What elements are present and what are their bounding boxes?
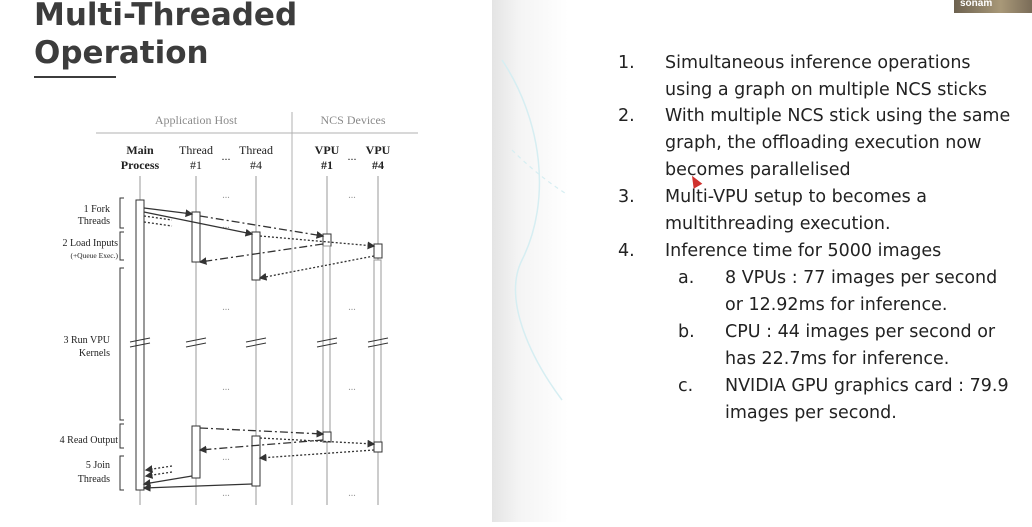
svg-text:...: ... xyxy=(222,452,230,463)
list-item-number: 2. xyxy=(618,106,635,126)
step-braces xyxy=(119,197,124,491)
decorative-curve xyxy=(501,59,569,401)
title-line-1: Multi-Threaded xyxy=(34,0,298,33)
step5-label-a: 5 Join xyxy=(86,460,110,471)
slide-left-panel: Multi-Threaded Operation Application Hos… xyxy=(0,0,492,522)
sublist-item-letter: c. xyxy=(678,376,694,396)
step2-label-b: (+Queue Exec.) xyxy=(70,251,118,260)
slide-right-panel xyxy=(568,0,1032,522)
col-thread4-1: Thread xyxy=(239,143,273,157)
col-main-1: Main xyxy=(126,143,154,157)
group-ncs-devices: NCS Devices xyxy=(321,113,386,127)
step3-label-a: 3 Run VPU xyxy=(64,335,111,346)
list-item-number: 3. xyxy=(618,187,635,207)
slide-gutter xyxy=(492,0,569,522)
sublist-item-text: has 22.7ms for inference. xyxy=(725,349,950,369)
list-item-text: using a graph on multiple NCS sticks xyxy=(665,80,987,100)
webcam-thumbnail: sonam xyxy=(954,0,1032,13)
svg-text:...: ... xyxy=(348,382,356,393)
svg-text:...: ... xyxy=(348,302,356,313)
sublist-item-text: 8 VPUs : 77 images per second xyxy=(725,268,998,288)
slide-title: Multi-Threaded Operation xyxy=(34,0,297,72)
list-item-text: With multiple NCS stick using the same xyxy=(665,106,1011,126)
sublist-item-text: NVIDIA GPU graphics card : 79.9 xyxy=(725,376,1009,396)
title-line-2: Operation xyxy=(34,35,209,71)
step1-label-b: Threads xyxy=(78,216,110,227)
list-item-text: graph, the offloading execution now xyxy=(665,133,982,153)
list-item-number: 1. xyxy=(618,53,635,73)
svg-text:...: ... xyxy=(222,302,230,313)
ellipsis-columns: ... ... ... ... ... ... ... ... ... ... xyxy=(222,190,356,499)
webcam-name-label: sonam xyxy=(960,0,993,9)
col-thread1-1: Thread xyxy=(179,143,213,157)
list-item-text: Multi-VPU setup to becomes a xyxy=(665,187,928,207)
svg-text:...: ... xyxy=(348,488,356,499)
col-thread4-2: #4 xyxy=(250,158,262,172)
svg-text:...: ... xyxy=(222,488,230,499)
step2-label-a: 2 Load Inputs xyxy=(62,238,118,249)
sublist-item-text: images per second. xyxy=(725,403,897,423)
group-app-host: Application Host xyxy=(155,113,238,127)
step3-label-b: Kernels xyxy=(79,348,110,359)
svg-text:...: ... xyxy=(222,382,230,393)
col-vpu1-1: VPU xyxy=(315,143,340,157)
list-item-text: becomes parallelised xyxy=(665,160,851,180)
step4-label: 4 Read Output xyxy=(60,435,119,446)
step5-label-b: Threads xyxy=(78,474,110,485)
list-item-text: Inference time for 5000 images xyxy=(665,241,942,261)
svg-text:...: ... xyxy=(222,190,230,201)
sublist-item-text: or 12.92ms for inference. xyxy=(725,295,948,315)
col-thread1-2: #1 xyxy=(190,158,202,172)
col-vpu4-2: #4 xyxy=(372,158,384,172)
svg-text:...: ... xyxy=(222,220,230,231)
sublist-item-letter: a. xyxy=(678,268,695,288)
multithread-diagram: Application Host NCS Devices Main Proces… xyxy=(60,112,418,505)
sublist-item-text: CPU : 44 images per second or xyxy=(725,322,996,342)
col-ellipsis-vpus: ... xyxy=(348,149,357,163)
list-item-number: 4. xyxy=(618,241,635,261)
arrows xyxy=(142,207,376,492)
step1-label-a: 1 Fork xyxy=(84,204,110,215)
break-marks xyxy=(129,337,389,348)
col-main-2: Process xyxy=(121,158,160,172)
list-item-text: multithreading execution. xyxy=(665,214,891,234)
col-ellipsis-threads: ... xyxy=(222,149,231,163)
title-underline xyxy=(34,76,116,78)
list-item-text: Simultaneous inference operations xyxy=(665,53,971,73)
svg-text:...: ... xyxy=(348,190,356,201)
sublist-item-letter: b. xyxy=(678,322,695,342)
col-vpu4-1: VPU xyxy=(366,143,391,157)
col-vpu1-2: #1 xyxy=(321,158,333,172)
